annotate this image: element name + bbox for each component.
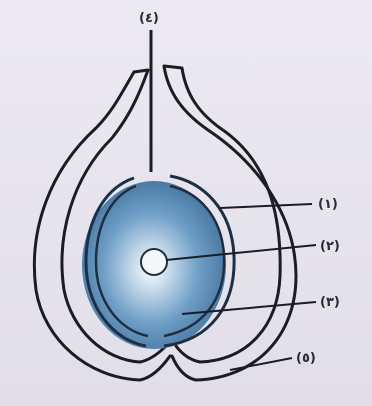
pointer-1	[220, 204, 312, 208]
integument-tip-left	[134, 70, 148, 72]
embryo-sac-nucleus	[141, 249, 167, 275]
pointer-5	[230, 358, 292, 370]
integument-tip-right	[164, 66, 182, 68]
label-5: (٥)	[296, 351, 316, 366]
label-2: (٢)	[320, 239, 340, 254]
label-4: (٤)	[139, 11, 159, 26]
label-1: (١)	[318, 197, 338, 212]
label-3: (٣)	[320, 295, 340, 310]
